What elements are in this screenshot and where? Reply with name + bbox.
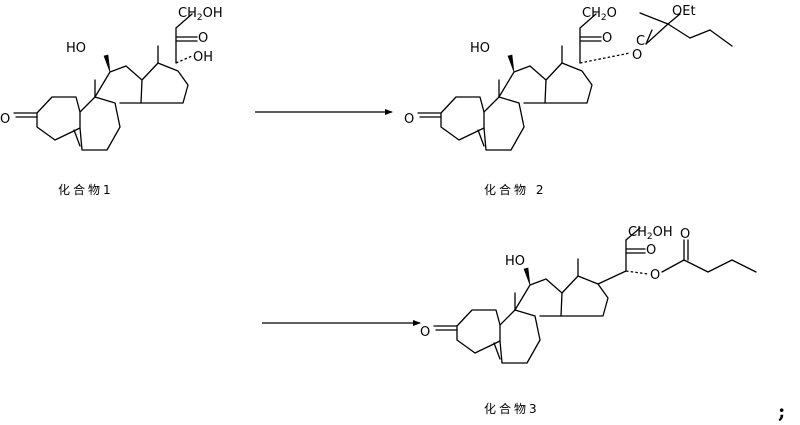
compound-3-ch2oh-label: CH2OH bbox=[628, 225, 673, 242]
compound-3-ester-o-label: O bbox=[650, 268, 660, 283]
compound-2-oet-label: OEt bbox=[672, 4, 696, 19]
compound-1-hydroxyl-oh-label: OH bbox=[193, 50, 213, 65]
compound-3-caption: 化合物3 bbox=[484, 401, 540, 416]
compound-2-carbonyl-o-label: O bbox=[602, 31, 612, 46]
compound-3-ketone-o-label: O bbox=[420, 325, 430, 340]
compound-3-structure bbox=[433, 227, 757, 364]
compound-1-ch2oh-label: CH2OH bbox=[178, 6, 223, 23]
compound-2-ketone-o-label: O bbox=[404, 112, 414, 127]
compound-1-caption: 化合物1 bbox=[58, 182, 114, 197]
compound-1-ketone-o-label: O bbox=[0, 112, 10, 127]
compound-3-acyl-o-label: O bbox=[680, 227, 690, 242]
terminator-semicolon: ; bbox=[778, 399, 785, 423]
compound-2-hydroxyl-ho-label: HO bbox=[470, 41, 490, 56]
compound-1-carbonyl-o-label: O bbox=[198, 31, 208, 46]
compound-2-ch2o-label: CH2O bbox=[582, 6, 617, 23]
compound-3-carbonyl-o-label: O bbox=[646, 243, 656, 258]
compound-1-hydroxyl-ho-label: HO bbox=[66, 41, 86, 56]
compound-2-ether-o-label: O bbox=[632, 48, 642, 63]
compound-2-structure bbox=[417, 12, 733, 151]
compound-1-structure bbox=[13, 13, 198, 151]
compound-3-hydroxyl-ho-label: HO bbox=[505, 254, 525, 269]
compound-2-caption: 化合物 2 bbox=[484, 182, 546, 197]
compound-2-orthoester-c-label: C bbox=[636, 34, 645, 49]
